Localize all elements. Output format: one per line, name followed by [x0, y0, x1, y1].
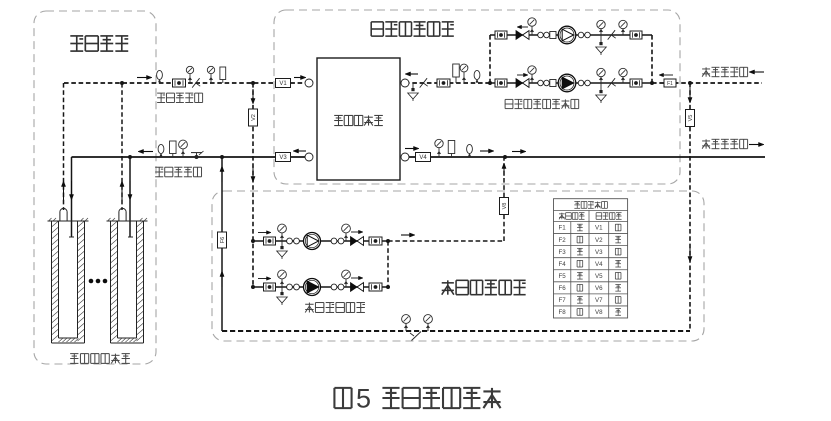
svg-text:V1: V1: [595, 225, 603, 232]
svg-text:F6: F6: [559, 285, 567, 292]
svg-text:V8: V8: [502, 203, 508, 210]
svg-text:F2: F2: [559, 237, 567, 244]
svg-text:V3: V3: [595, 249, 603, 256]
svg-text:V3: V3: [279, 155, 287, 161]
svg-text:V5: V5: [595, 273, 603, 280]
svg-text:5: 5: [356, 384, 371, 414]
svg-text:V5: V5: [688, 115, 694, 122]
svg-text:V6: V6: [595, 285, 603, 292]
svg-text:F8: F8: [559, 309, 567, 316]
svg-text:V4: V4: [419, 155, 427, 161]
svg-text:V1: V1: [279, 81, 287, 87]
svg-text:V2: V2: [251, 114, 257, 121]
svg-text:V7: V7: [595, 297, 603, 304]
svg-text:V2: V2: [595, 237, 603, 244]
svg-text:V8: V8: [595, 309, 603, 316]
svg-text:F5: F5: [559, 273, 567, 280]
svg-text:F3: F3: [559, 249, 567, 256]
svg-text:F6: F6: [220, 237, 226, 243]
svg-text:F1: F1: [667, 81, 673, 87]
svg-text:F1: F1: [559, 225, 567, 232]
svg-text:V4: V4: [595, 261, 603, 268]
svg-text:F4: F4: [559, 261, 567, 268]
svg-text:F7: F7: [559, 297, 567, 304]
